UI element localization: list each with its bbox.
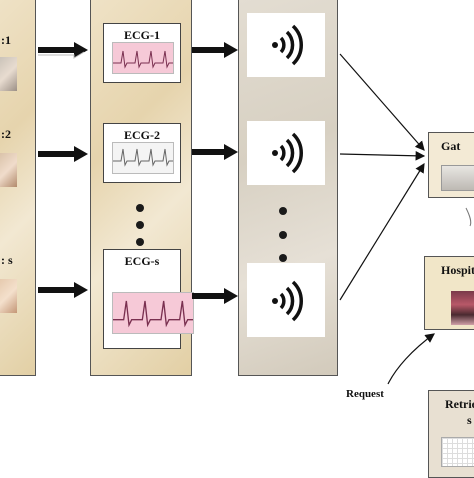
arrow-ecg-s-to-wireless bbox=[192, 288, 238, 304]
request-arrow bbox=[387, 333, 435, 385]
retrieve-ecg-grid bbox=[441, 437, 474, 467]
ecg-1-card: ECG-1 bbox=[103, 23, 181, 83]
ellipsis-dot bbox=[136, 238, 144, 246]
ecg-1-label: ECG-1 bbox=[124, 28, 160, 42]
arrow-wireless-s-to-gateway bbox=[339, 162, 425, 301]
ecg-strip-icon bbox=[112, 142, 174, 174]
hospital-photo bbox=[451, 291, 474, 325]
retrieve-sublabel: s bbox=[467, 413, 472, 427]
ellipsis-dot bbox=[136, 204, 144, 212]
gateway-device-icon bbox=[441, 165, 474, 191]
arrow-patient-1-to-ecg bbox=[38, 42, 88, 59]
arrow-wireless-1-to-gateway bbox=[339, 53, 425, 151]
wireless-signal-icon bbox=[272, 132, 303, 174]
ecg-strip-icon bbox=[112, 292, 194, 334]
gateway-box: Gat bbox=[428, 132, 474, 198]
hospital-label: Hospit bbox=[441, 263, 474, 277]
ellipsis-dot bbox=[279, 254, 287, 262]
gateway-label: Gat bbox=[441, 139, 461, 153]
ecg-s-card: ECG-s bbox=[103, 249, 194, 349]
ecg-strip-icon bbox=[112, 42, 174, 74]
ecg-2-card: ECG-2 bbox=[103, 123, 181, 183]
patient-1-label: :1 bbox=[1, 33, 11, 47]
wireless-panel bbox=[238, 0, 338, 376]
wireless-signal-icon bbox=[272, 280, 303, 322]
patient-2-photo bbox=[0, 153, 17, 187]
patients-panel: :1 :2 : s bbox=[0, 0, 36, 376]
patient-s-label: : s bbox=[1, 253, 13, 267]
gateway-to-hospital-arc bbox=[465, 207, 472, 227]
arrow-ecg-1-to-wireless bbox=[192, 42, 238, 58]
patient-2-label: :2 bbox=[1, 127, 11, 141]
ellipsis-dot bbox=[136, 221, 144, 229]
ecg-2-label: ECG-2 bbox=[124, 128, 160, 142]
arrow-patient-s-to-ecg bbox=[38, 282, 88, 298]
patient-1-photo bbox=[0, 57, 17, 91]
ellipsis-dot bbox=[279, 231, 287, 239]
arrow-ecg-2-to-wireless bbox=[192, 144, 238, 160]
arrow-wireless-2-to-gateway bbox=[339, 151, 426, 161]
retrieve-box: Retrie s bbox=[428, 390, 474, 478]
arrow-patient-2-to-ecg bbox=[38, 146, 88, 162]
wireless-card-s bbox=[247, 263, 325, 337]
wireless-card-1 bbox=[247, 13, 325, 77]
ecg-panel: ECG-1 ECG-2 ECG-s bbox=[90, 0, 194, 376]
patient-s-photo bbox=[0, 279, 17, 313]
request-label: Request bbox=[346, 388, 384, 400]
retrieve-label: Retrie bbox=[445, 397, 474, 411]
wireless-card-2 bbox=[247, 121, 325, 185]
ecg-s-label: ECG-s bbox=[124, 254, 160, 268]
hospital-box: Hospit bbox=[424, 256, 474, 330]
ellipsis-dot bbox=[279, 207, 287, 215]
wireless-signal-icon bbox=[272, 24, 303, 66]
